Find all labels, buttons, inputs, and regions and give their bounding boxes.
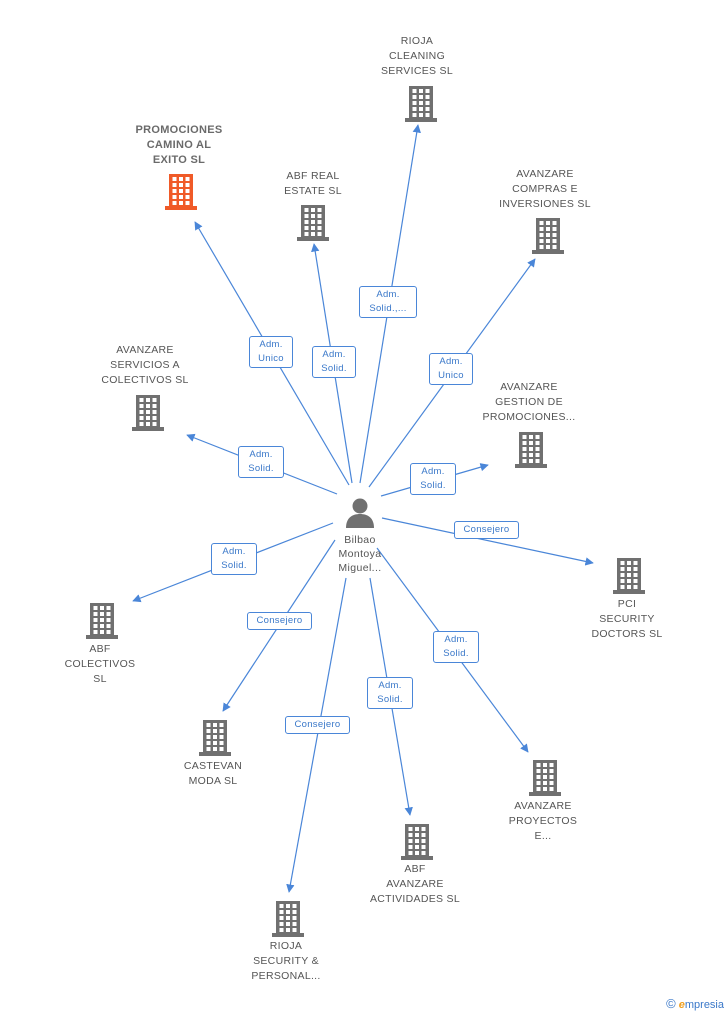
relation-label-avanzare-gestion[interactable]: Adm. Solid. xyxy=(410,463,456,495)
building-icon[interactable] xyxy=(164,174,198,210)
company-label-avanzare-gestion[interactable]: AVANZARE GESTION DE PROMOCIONES... xyxy=(464,380,594,425)
company-label-promociones-camino[interactable]: PROMOCIONES CAMINO AL EXITO SL xyxy=(114,123,244,168)
company-label-castevan-moda[interactable]: CASTEVAN MODA SL xyxy=(148,759,278,789)
relation-label-line: Unico xyxy=(438,370,464,381)
company-label-line: SECURITY & xyxy=(253,955,319,967)
relation-label-abf-avanzare[interactable]: Adm. Solid. xyxy=(367,677,413,709)
center-person-name[interactable]: Bilbao Montoya Miguel... xyxy=(338,534,382,574)
relation-label-pci-security[interactable]: Consejero xyxy=(454,521,519,539)
company-label-line: ESTATE SL xyxy=(284,185,342,197)
company-label-line: ACTIVIDADES SL xyxy=(370,893,460,905)
relation-label-line: Adm. xyxy=(378,680,402,691)
relation-label-avanzare-compras[interactable]: Adm. Unico xyxy=(429,353,473,385)
company-label-line: RIOJA xyxy=(269,940,303,952)
relation-label-line: Solid. xyxy=(248,463,274,474)
company-label-line: ABF xyxy=(89,643,111,655)
relation-label-abf-real-estate[interactable]: Adm. Solid. xyxy=(312,346,356,378)
building-icon[interactable] xyxy=(400,824,434,860)
company-label-line: PROMOCIONES xyxy=(135,124,223,136)
company-label-line: ABF REAL xyxy=(286,170,340,182)
company-label-line: CAMINO AL xyxy=(146,139,212,151)
company-label-abf-avanzare[interactable]: ABF AVANZARE ACTIVIDADES SL xyxy=(350,862,480,907)
relation-label-line: Adm. xyxy=(421,466,445,477)
relation-label-line: Solid. xyxy=(221,560,247,571)
building-icon[interactable] xyxy=(531,218,565,254)
company-label-line: AVANZARE xyxy=(500,381,558,393)
company-label-line: SERVICIOS A xyxy=(110,359,180,371)
company-label-rioja-cleaning[interactable]: RIOJA CLEANING SERVICES SL xyxy=(352,34,482,79)
relation-label-promociones-camino[interactable]: Adm. Unico xyxy=(249,336,293,368)
company-label-line: GESTION DE xyxy=(495,396,563,408)
relation-label-line: Adm. xyxy=(249,449,273,460)
company-label-line: PROYECTOS xyxy=(508,815,578,827)
relation-label-line: Adm. xyxy=(322,349,346,360)
relation-label-line: Consejero xyxy=(256,615,303,626)
edge-arrow-rioja-security xyxy=(286,577,347,893)
company-label-line: AVANZARE xyxy=(514,800,572,812)
relation-label-line: Solid. xyxy=(321,363,347,374)
company-label-avanzare-proyectos[interactable]: AVANZARE PROYECTOS E... xyxy=(478,799,608,844)
building-icon[interactable] xyxy=(612,558,646,594)
company-label-line: EXITO SL xyxy=(152,154,206,166)
relation-label-rioja-security[interactable]: Consejero xyxy=(285,716,350,734)
person-icon[interactable] xyxy=(343,497,377,529)
relation-label-abf-colectivos[interactable]: Adm. Solid. xyxy=(211,543,257,575)
company-label-line: COLECTIVOS xyxy=(64,658,136,670)
relation-label-line: Adm. xyxy=(439,356,463,367)
relation-label-avanzare-servicios[interactable]: Adm. Solid. xyxy=(238,446,284,478)
relation-label-line: Adm. xyxy=(259,339,283,350)
company-label-line: PERSONAL... xyxy=(251,970,321,982)
brand-logo-initial: e xyxy=(678,999,685,1011)
company-label-line: SECURITY xyxy=(599,613,655,625)
company-label-line: CLEANING xyxy=(388,50,446,62)
company-label-line: AVANZARE xyxy=(516,168,574,180)
brand-footer: © empresia xyxy=(666,996,724,1011)
company-label-line: RIOJA xyxy=(400,35,434,47)
building-icon[interactable] xyxy=(198,720,232,756)
relation-label-line: Adm. xyxy=(376,289,400,300)
relation-label-line: Solid.,... xyxy=(369,303,407,314)
company-label-line: COLECTIVOS SL xyxy=(101,374,189,386)
company-label-avanzare-compras[interactable]: AVANZARE COMPRAS E INVERSIONES SL xyxy=(480,167,610,212)
company-label-line: PCI xyxy=(617,598,637,610)
relation-label-line: Consejero xyxy=(463,524,510,535)
brand-logo-text: mpresia xyxy=(684,999,724,1011)
building-icon[interactable] xyxy=(528,760,562,796)
company-label-pci-security[interactable]: PCI SECURITY DOCTORS SL xyxy=(562,597,692,642)
building-icon[interactable] xyxy=(296,205,330,241)
building-icon[interactable] xyxy=(85,603,119,639)
relation-label-line: Adm. xyxy=(444,634,468,645)
company-label-line: AVANZARE xyxy=(386,878,444,890)
building-icon[interactable] xyxy=(271,901,305,937)
relation-label-line: Solid. xyxy=(420,480,446,491)
company-label-line: MODA SL xyxy=(188,775,238,787)
relation-label-castevan-moda[interactable]: Consejero xyxy=(247,612,312,630)
company-label-line: CASTEVAN xyxy=(183,760,243,772)
relation-label-line: Solid. xyxy=(443,648,469,659)
company-label-line: SL xyxy=(93,673,107,685)
company-label-abf-colectivos[interactable]: ABF COLECTIVOS SL xyxy=(35,642,165,687)
building-icon[interactable] xyxy=(404,86,438,122)
company-label-line: SERVICES SL xyxy=(381,65,453,77)
company-label-line: E... xyxy=(534,830,552,842)
company-label-line: AVANZARE xyxy=(116,344,174,356)
company-label-abf-real-estate[interactable]: ABF REAL ESTATE SL xyxy=(248,169,378,199)
relation-label-line: Consejero xyxy=(294,719,341,730)
relation-label-avanzare-proyectos[interactable]: Adm. Solid. xyxy=(433,631,479,663)
relation-label-line: Solid. xyxy=(377,694,403,705)
relation-label-line: Adm. xyxy=(222,546,246,557)
building-icon[interactable] xyxy=(514,432,548,468)
relation-label-line: Unico xyxy=(258,353,284,364)
edge-arrow-pci-security xyxy=(381,517,594,566)
company-label-rioja-security[interactable]: RIOJA SECURITY & PERSONAL... xyxy=(221,939,351,984)
company-label-avanzare-servicios[interactable]: AVANZARE SERVICIOS A COLECTIVOS SL xyxy=(80,343,210,388)
company-label-line: ABF xyxy=(404,863,426,875)
relation-label-rioja-cleaning[interactable]: Adm. Solid.,... xyxy=(359,286,417,318)
company-label-line: DOCTORS SL xyxy=(591,628,663,640)
building-icon[interactable] xyxy=(131,395,165,431)
company-label-line: COMPRAS E xyxy=(512,183,578,195)
company-label-line: PROMOCIONES... xyxy=(482,411,576,423)
copyright-icon: © xyxy=(666,996,676,1011)
company-label-line: INVERSIONES SL xyxy=(499,198,591,210)
